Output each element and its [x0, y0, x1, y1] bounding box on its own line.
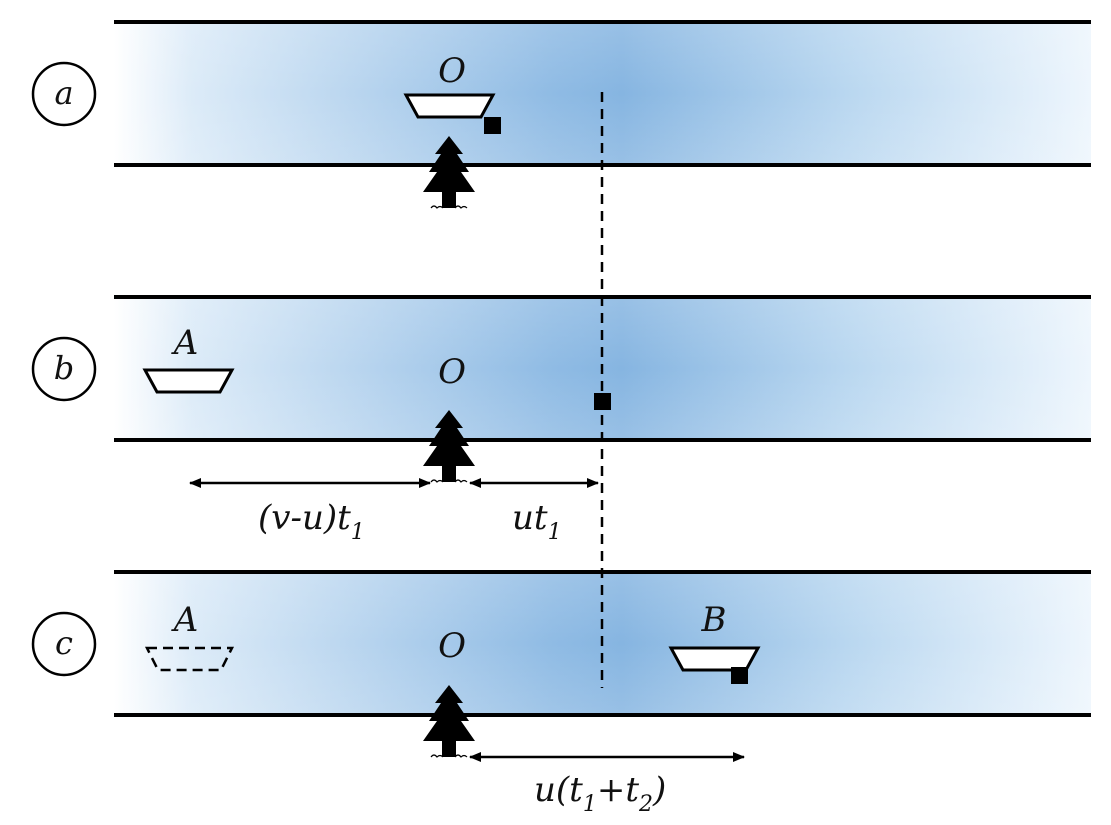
- end-label: B: [701, 600, 727, 640]
- panel-label-circle: [31, 61, 97, 127]
- start-label: A: [171, 600, 199, 640]
- panel-label: c: [55, 624, 73, 662]
- panel-b: b A O: [31, 295, 1091, 483]
- total-drift-label: u(t1+t2): [534, 770, 666, 817]
- panel-label-circle: [31, 336, 97, 402]
- panel-a: a O: [31, 20, 1091, 209]
- boat: [668, 646, 761, 672]
- panel-label: b: [54, 349, 74, 387]
- panel-label: a: [54, 74, 73, 112]
- boat-ghost: [144, 646, 235, 672]
- panel-label-circle: [31, 611, 97, 677]
- start-label: A: [171, 323, 199, 363]
- origin-label: O: [438, 352, 466, 392]
- boat: [403, 93, 496, 119]
- floating-object: [484, 117, 501, 134]
- origin-label: O: [438, 51, 466, 91]
- drift-distance-label: ut1: [512, 498, 562, 545]
- floating-object: [731, 667, 748, 684]
- origin-label: O: [438, 626, 466, 666]
- relative-distance-label: (v-u)t1: [258, 498, 365, 545]
- boat: [142, 368, 235, 394]
- panel-c: c A O B: [31, 570, 1091, 758]
